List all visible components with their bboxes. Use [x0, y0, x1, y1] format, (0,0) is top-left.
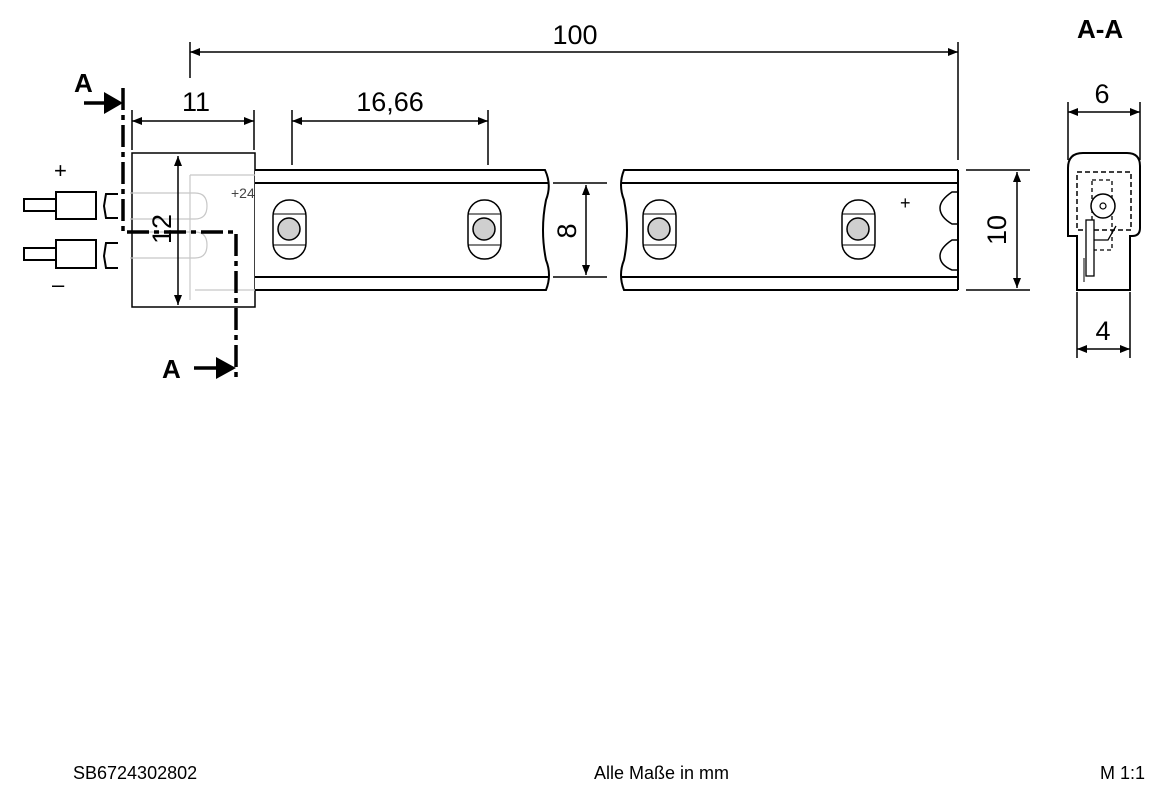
led-strip-segment-left [255, 169, 550, 291]
led-2 [467, 199, 502, 260]
dimension-overall-length: 100 [189, 20, 959, 160]
strip-plus-label: + [900, 193, 911, 213]
dim-strip-height-label: 10 [982, 215, 1012, 245]
dim-connector-length-label: 11 [182, 87, 210, 117]
led-1 [272, 199, 307, 260]
drawing-number: SB6724302802 [73, 763, 198, 783]
dimension-section-width-bottom: 4 [1076, 292, 1131, 358]
dimension-connector-length: 11 [131, 87, 255, 150]
dim-connector-height-label: 12 [147, 214, 177, 244]
section-view [1067, 152, 1141, 291]
solder-pad-bottom [939, 239, 958, 271]
solder-pad-top [939, 191, 958, 225]
led-3 [642, 199, 677, 260]
led-strip-segment-right [620, 169, 959, 291]
dimension-section-width-top: 6 [1067, 79, 1141, 160]
dim-section-width-top-label: 6 [1094, 79, 1109, 109]
dimension-strip-height: 10 [966, 169, 1030, 291]
dim-strip-inner-height-label: 8 [552, 223, 582, 238]
section-title: A-A [1077, 14, 1123, 44]
section-cut-line: A A [74, 68, 238, 384]
section-marker-top: A [74, 68, 93, 98]
plus-terminal-label: + [54, 158, 67, 183]
led-4 [841, 199, 876, 260]
wire-plus [23, 191, 118, 220]
dim-overall-length-label: 100 [552, 20, 597, 50]
wire-minus [23, 239, 118, 269]
dimension-led-pitch: 16,66 [291, 87, 489, 165]
units-note: Alle Maße in mm [594, 763, 730, 783]
minus-terminal-label: – [52, 272, 65, 297]
section-marker-bottom: A [162, 354, 181, 384]
dim-section-width-bottom-label: 4 [1095, 316, 1110, 346]
dim-led-pitch-label: 16,66 [356, 87, 424, 117]
scale-label: M 1:1 [1099, 763, 1145, 783]
dimension-strip-inner-height: 8 [552, 182, 607, 278]
